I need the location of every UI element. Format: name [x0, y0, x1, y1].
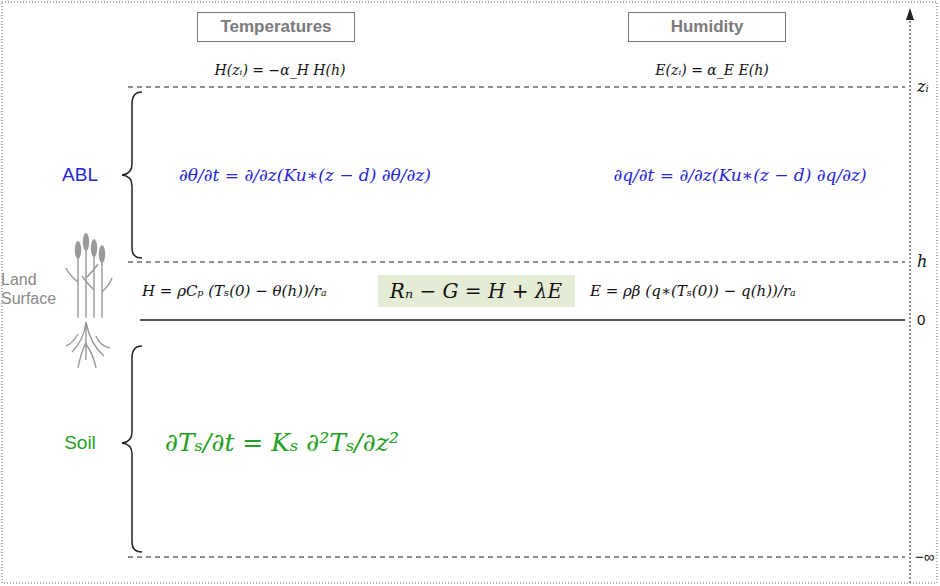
level-label: −∞: [914, 548, 935, 566]
layer-label: Land Surface: [1, 270, 61, 308]
boundary-condition: H(zᵢ) = −α_H H(h): [215, 62, 346, 79]
layer-label: Soil: [64, 432, 96, 455]
level-label: zᵢ: [916, 77, 930, 96]
layer-label: ABL: [62, 164, 98, 187]
wheat-heads: [75, 233, 105, 263]
crop-plant-icon: [66, 250, 112, 368]
flux-equation: H = ρCₚ (Tₛ(0) − θ(h))/rₐ: [142, 282, 327, 300]
height-axis: [910, 16, 911, 583]
boundary-condition: E(zᵢ) = α_E E(h): [655, 62, 768, 79]
abl-equation: ∂θ/∂t = ∂/∂z(Ku∗(z − d) ∂θ/∂z): [179, 165, 431, 185]
column-heading-box: Humidity: [628, 12, 786, 42]
column-heading-box: Temperatures: [197, 12, 355, 42]
level-label: h: [916, 252, 928, 271]
node-text: Temperatures: [220, 17, 331, 37]
h-level-line: [128, 262, 905, 263]
node-text: Rₙ − G = H + λE: [390, 279, 562, 303]
node-text: Humidity: [671, 17, 744, 37]
abl-equation: ∂q/∂t = ∂/∂z(Ku∗(z − d) ∂q/∂z): [613, 165, 866, 185]
soil-brace: [122, 346, 142, 552]
bottom-level-line: [128, 557, 905, 558]
surface-line: [140, 319, 905, 320]
soil-equation: ∂Tₛ/∂t = Kₛ ∂²Tₛ/∂z²: [165, 428, 399, 458]
level-label: 0: [916, 311, 926, 329]
abl-brace: [122, 92, 142, 258]
energy-balance-box: Rₙ − G = H + λE: [378, 275, 575, 307]
zi-level-line: [128, 87, 905, 88]
flux-equation: E = ρβ (q∗(Tₛ(0)) − q(h))/rₐ: [590, 282, 796, 300]
axis-arrowhead: [906, 8, 914, 20]
